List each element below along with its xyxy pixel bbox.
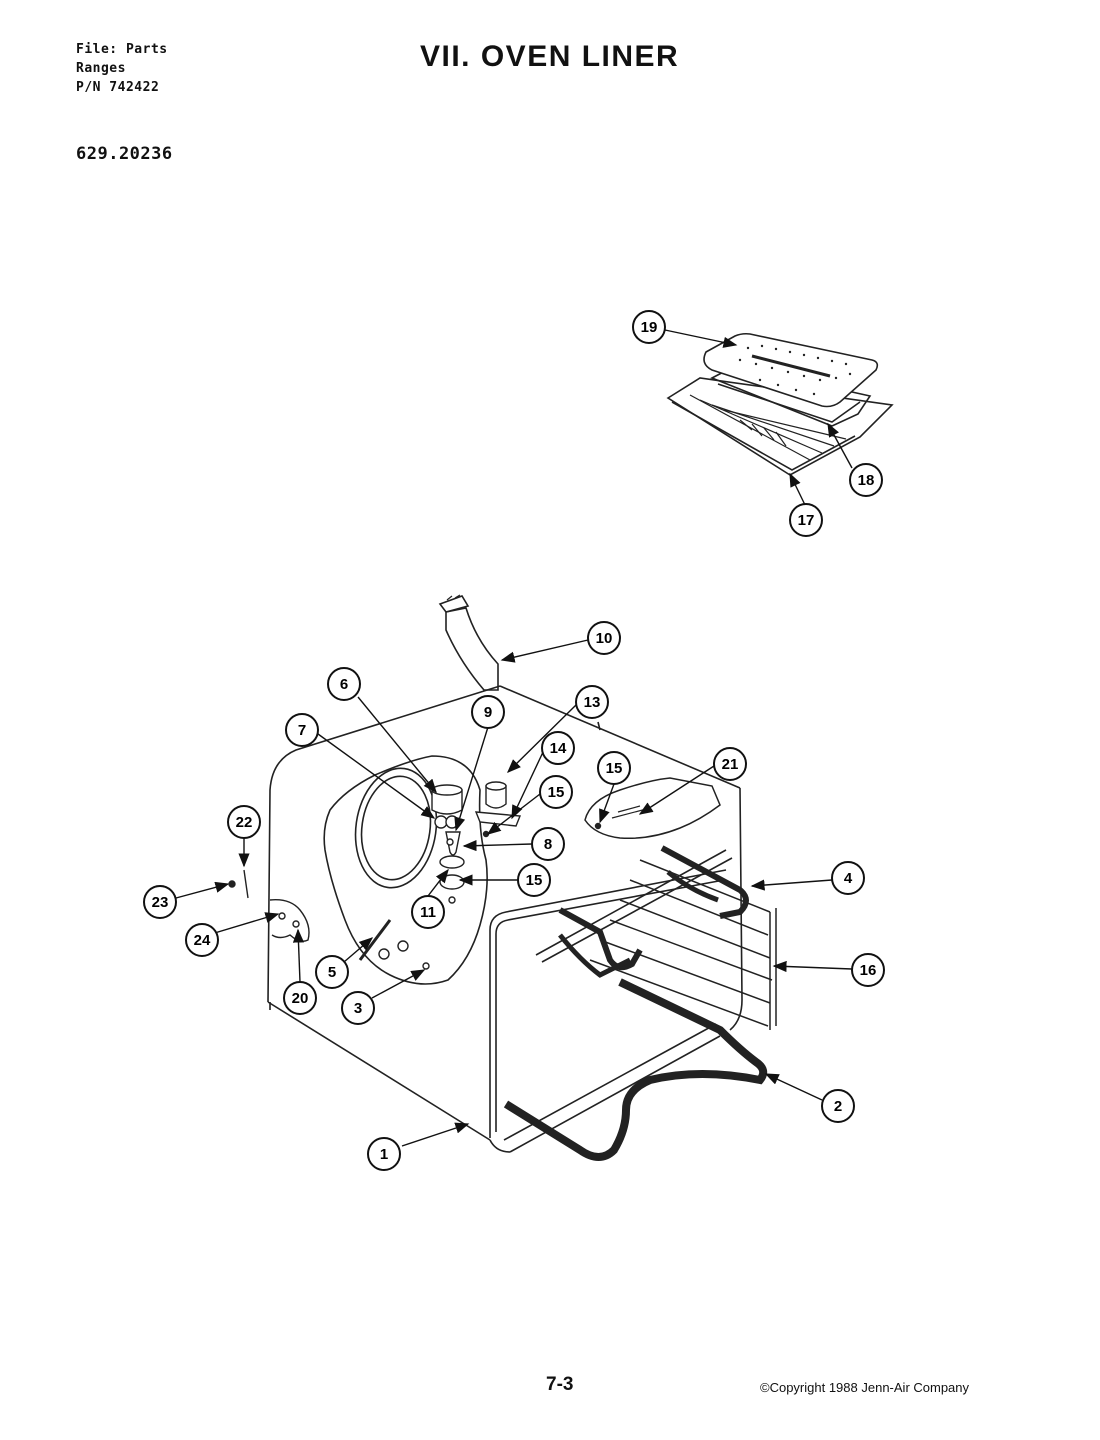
callout-1: 1	[367, 1137, 401, 1171]
callout-8: 8	[531, 827, 565, 861]
file-line: File: Parts	[76, 42, 168, 57]
callout-17-label: 17	[798, 512, 815, 529]
callout-14-label: 14	[550, 740, 567, 757]
callout-15-lower-label: 15	[526, 872, 543, 889]
callout-16-label: 16	[860, 962, 877, 979]
bake-element-2	[503, 978, 768, 1161]
callout-20-label: 20	[292, 990, 309, 1007]
callout-15-upper-label: 15	[548, 784, 565, 801]
callout-14: 14	[541, 731, 575, 765]
callout-4-label: 4	[844, 870, 853, 887]
side-panel-cutout	[323, 755, 488, 985]
broiler-rack-17	[666, 377, 894, 476]
model-number: 629.20236	[76, 144, 173, 164]
callout-3: 3	[341, 991, 375, 1025]
callout-23: 23	[143, 885, 177, 919]
callout-22-label: 22	[236, 814, 253, 831]
category-line: Ranges	[76, 61, 126, 76]
document-header: File: Parts Ranges P/N 742422	[76, 40, 168, 97]
callout-7-label: 7	[298, 722, 306, 739]
callout-16: 16	[851, 953, 885, 987]
callout-1-label: 1	[380, 1146, 388, 1163]
callout-19: 19	[632, 310, 666, 344]
callout-15-right-label: 15	[606, 760, 623, 777]
copyright-notice: ©Copyright 1988 Jenn-Air Company	[760, 1380, 970, 1395]
callout-22: 22	[227, 805, 261, 839]
callout-3-label: 3	[354, 1000, 362, 1017]
callout-17: 17	[789, 503, 823, 537]
callout-9-label: 9	[484, 704, 492, 721]
callout-8-label: 8	[544, 836, 552, 853]
callout-2: 2	[821, 1089, 855, 1123]
callout-10: 10	[587, 621, 621, 655]
callout-15-right: 15	[597, 751, 631, 785]
callout-6: 6	[327, 667, 361, 701]
callout-24-label: 24	[194, 932, 211, 949]
callout-7: 7	[285, 713, 319, 747]
callout-21: 21	[713, 747, 747, 781]
callout-10-label: 10	[596, 630, 613, 647]
callout-11-label: 11	[420, 904, 436, 921]
callout-23-label: 23	[152, 894, 169, 911]
callout-20: 20	[283, 981, 317, 1015]
callout-15-lower: 15	[517, 863, 551, 897]
callout-13-label: 13	[584, 694, 601, 711]
callout-9: 9	[471, 695, 505, 729]
callout-5-label: 5	[328, 964, 336, 981]
callout-6-label: 6	[340, 676, 348, 693]
page-title: VII. OVEN LINER	[420, 40, 680, 73]
callout-19-label: 19	[641, 319, 658, 336]
callout-lines	[175, 329, 853, 1147]
broil-element-4	[535, 845, 749, 978]
vent-duct-10	[438, 594, 499, 691]
callout-13: 13	[575, 685, 609, 719]
left-bracket-area	[228, 869, 310, 942]
rack-supports-16	[589, 859, 777, 1030]
callout-4: 4	[831, 861, 865, 895]
callout-11: 11	[411, 895, 445, 929]
callout-5: 5	[315, 955, 349, 989]
callout-2-label: 2	[834, 1098, 842, 1115]
broiler-pan-insert-19	[703, 332, 879, 408]
callout-18-label: 18	[858, 472, 875, 489]
callout-24: 24	[185, 923, 219, 957]
callout-15-upper: 15	[539, 775, 573, 809]
part-number-line: P/N 742422	[76, 80, 160, 95]
page-number: 7-3	[546, 1374, 574, 1395]
callout-21-label: 21	[722, 756, 739, 773]
callout-18: 18	[849, 463, 883, 497]
